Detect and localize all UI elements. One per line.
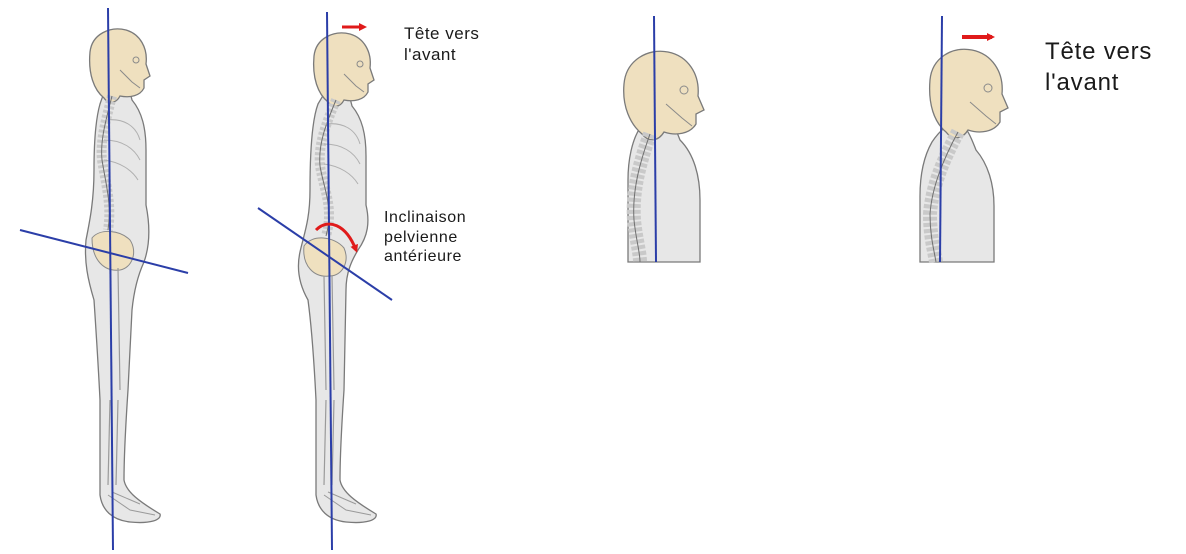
label-line: l'avant [1045,67,1152,98]
skull [90,29,150,102]
label-line: Tête vers [404,24,479,45]
label-line: Inclinaison [384,208,466,228]
body-silhouette [298,78,376,523]
label-head-forward-small: Tête vers l'avant [404,24,479,65]
label-pelvic-tilt: Inclinaison pelvienne antérieure [384,208,466,267]
figure-full-body-faulty [258,12,392,550]
figure-full-body-normal [20,8,188,550]
label-line: Tête vers [1045,36,1152,67]
figure-upper-body-faulty [920,16,1008,262]
figure-upper-body-normal [624,16,704,262]
label-line: antérieure [384,247,466,267]
label-line: pelvienne [384,228,466,248]
label-line: l'avant [404,45,479,66]
skull [314,33,374,106]
label-head-forward-large: Tête vers l'avant [1045,36,1152,98]
body-silhouette [85,72,160,523]
skull [624,51,704,140]
